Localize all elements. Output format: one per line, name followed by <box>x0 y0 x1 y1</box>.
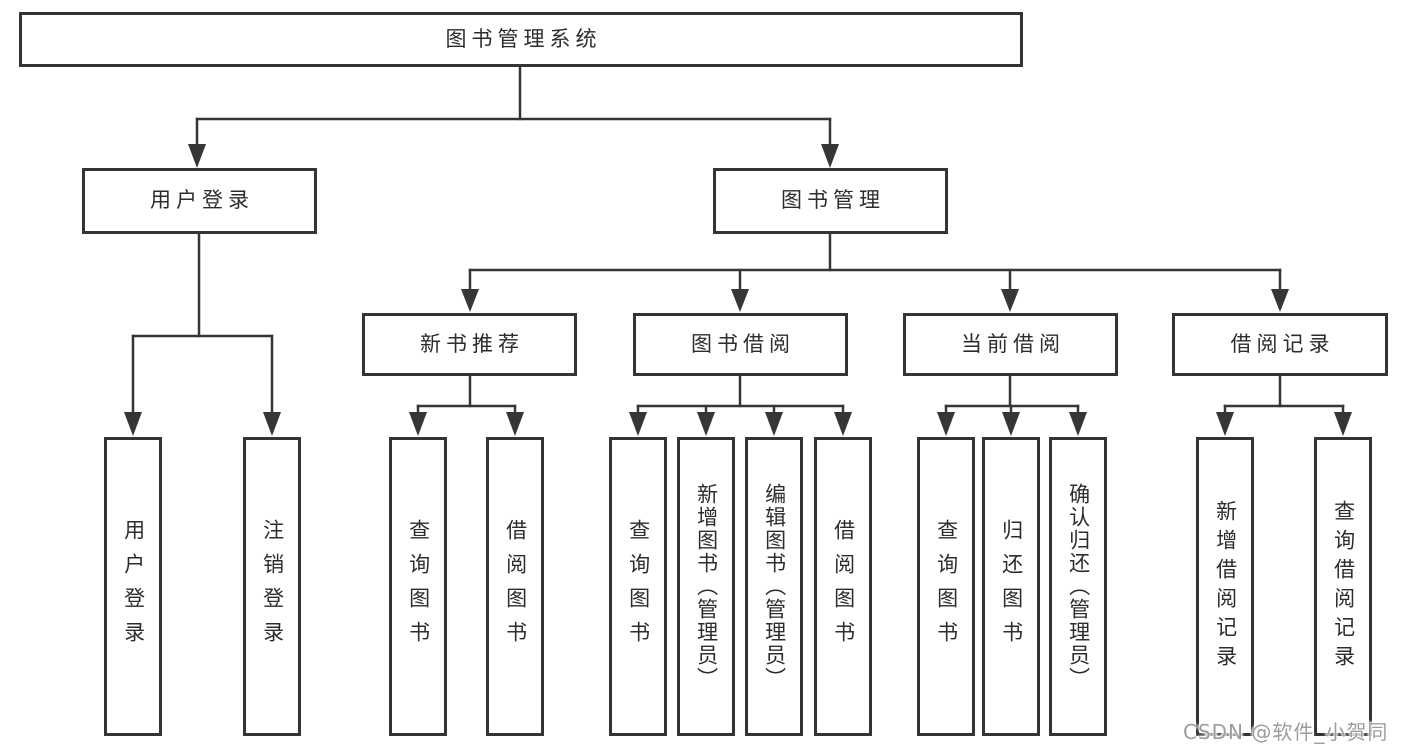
node-book-borrowing: 图书借阅 <box>633 313 848 376</box>
node-current-borrowing: 当前借阅 <box>903 313 1118 376</box>
node-query-books-recommend: 查询图书 <box>389 437 447 736</box>
node-library-management-system: 图书管理系统 <box>19 12 1023 67</box>
node-edit-books-admin: 编辑图书（管理员） <box>745 437 803 736</box>
node-book-management: 图书管理 <box>713 168 948 234</box>
node-add-borrow-record: 新增借阅记录 <box>1196 437 1254 736</box>
node-add-books-admin: 新增图书（管理员） <box>677 437 735 736</box>
node-query-books-borrowing: 查询图书 <box>609 437 667 736</box>
node-borrow-books-action: 借阅图书 <box>814 437 872 736</box>
node-user-login-action: 用户登录 <box>104 437 162 736</box>
csdn-watermark: CSDN @软件_小贺同学 <box>1183 720 1389 744</box>
node-new-book-recommendation: 新书推荐 <box>362 313 577 376</box>
node-query-borrow-record: 查询借阅记录 <box>1314 437 1372 736</box>
node-borrowing-records: 借阅记录 <box>1172 313 1388 376</box>
node-query-books-current: 查询图书 <box>917 437 975 736</box>
node-borrow-books-recommend: 借阅图书 <box>486 437 544 736</box>
node-return-books: 归还图书 <box>982 437 1040 736</box>
node-confirm-return-admin: 确认归还（管理员） <box>1049 437 1107 736</box>
node-user-login: 用户登录 <box>82 168 317 234</box>
node-logout-action: 注销登录 <box>243 437 301 736</box>
